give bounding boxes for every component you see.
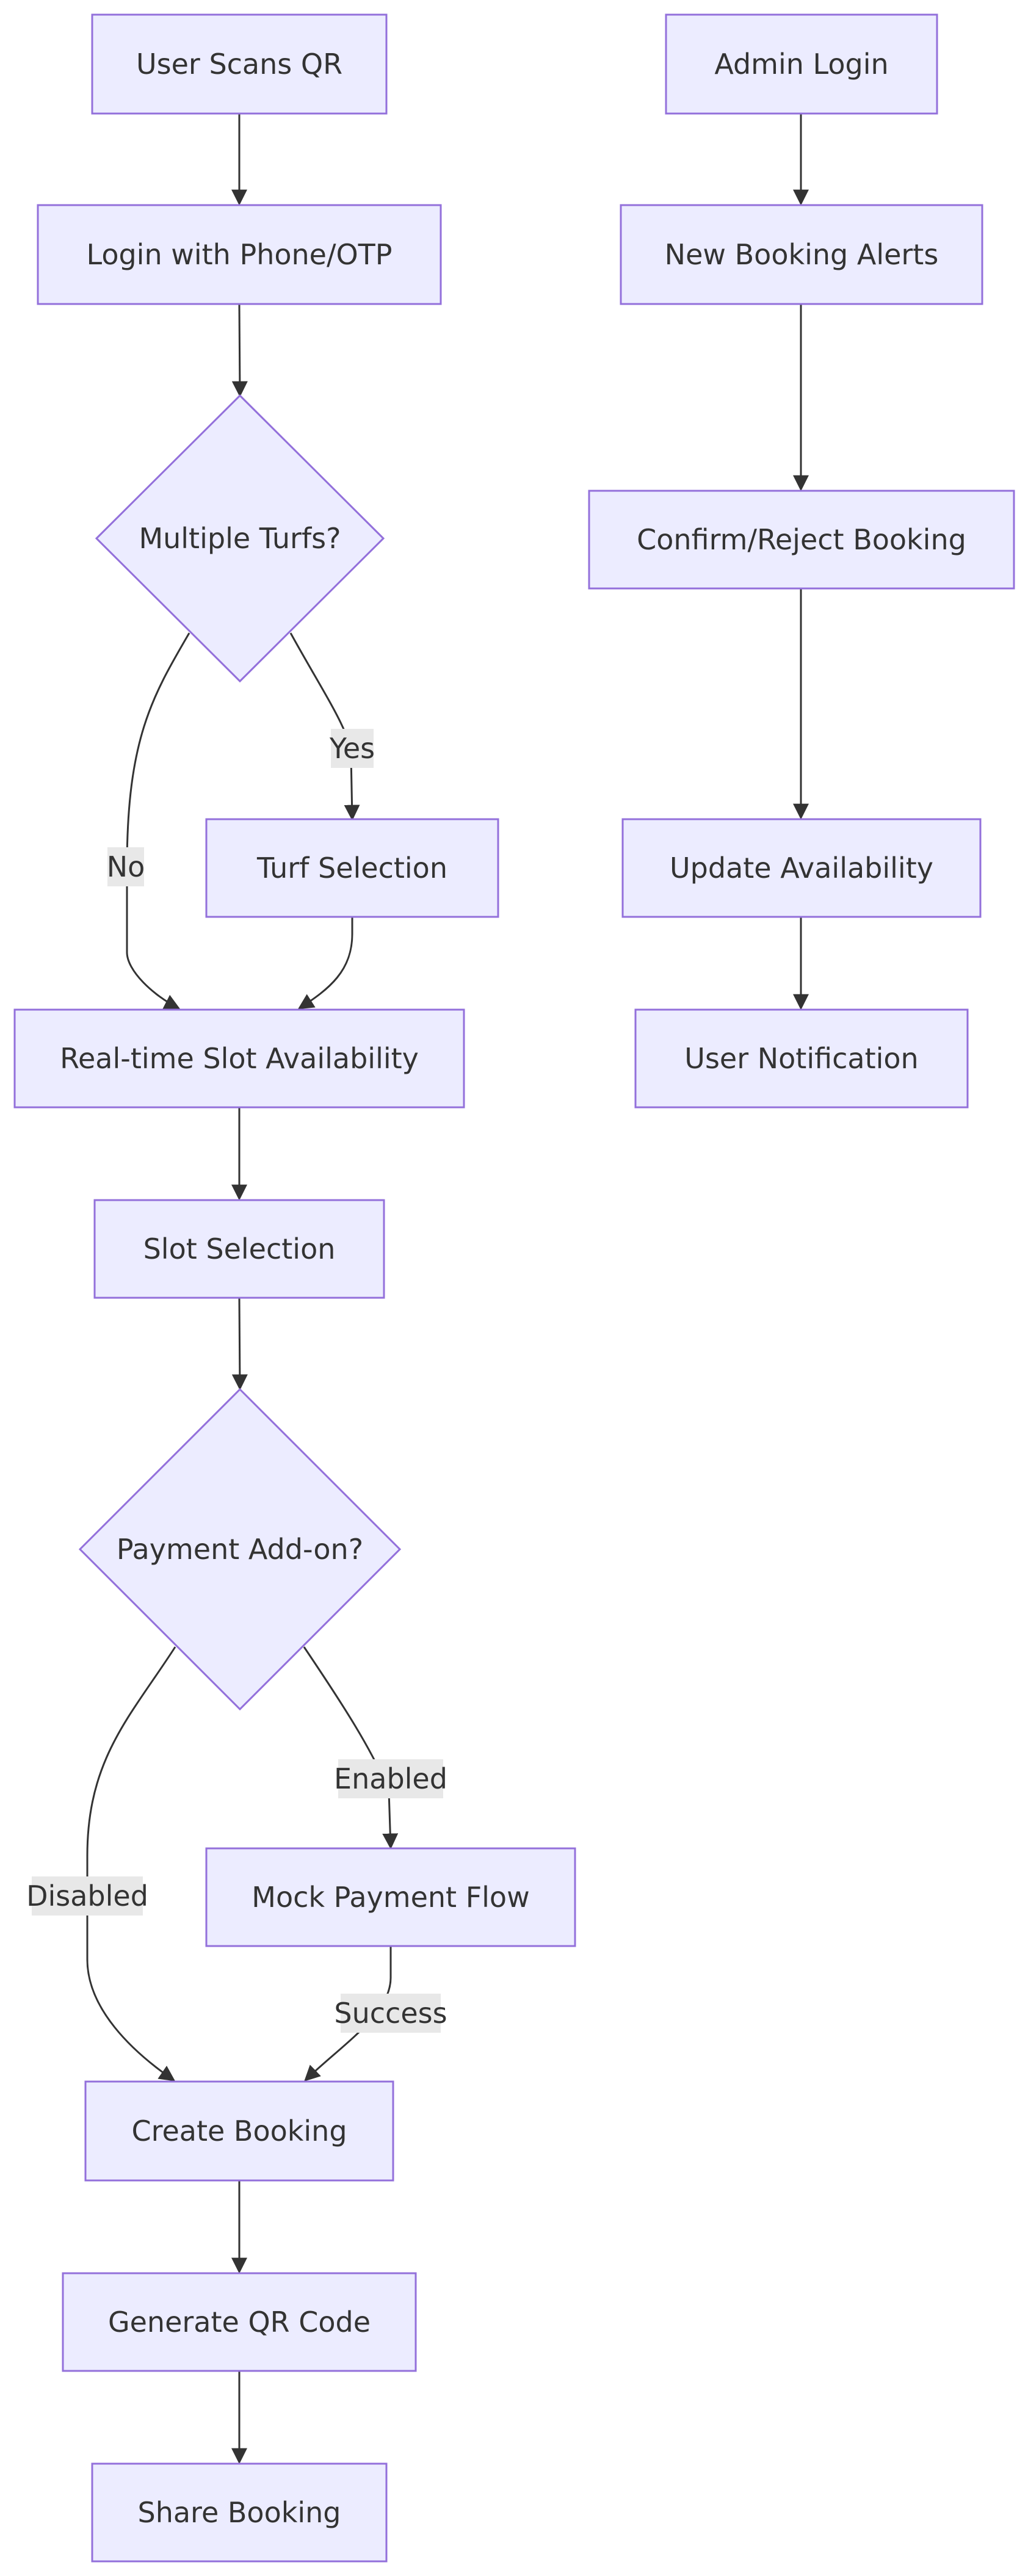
edge-label-disabled: Disabled [26, 1876, 148, 1916]
node-payment-addon-label: Payment Add-on? [117, 1533, 363, 1566]
node-user-scans-qr: User Scans QR [91, 13, 388, 115]
node-new-booking-alerts-label: New Booking Alerts [665, 238, 939, 271]
node-turf-selection-label: Turf Selection [256, 852, 447, 885]
node-mock-payment-flow-label: Mock Payment Flow [252, 1881, 529, 1914]
node-user-scans-qr-label: User Scans QR [136, 48, 342, 81]
edge-payment-disabled [86, 1646, 176, 2082]
edge-label-success: Success [334, 1994, 447, 2033]
edge-label-no: No [107, 847, 145, 886]
node-slot-selection-label: Slot Selection [143, 1232, 336, 1265]
node-generate-qr-code-label: Generate QR Code [108, 2306, 371, 2339]
node-user-notification: User Notification [634, 1008, 969, 1109]
node-new-booking-alerts: New Booking Alerts [620, 204, 983, 305]
node-turf-selection: Turf Selection [205, 818, 499, 918]
edge-slot-selection-to-payment [231, 1297, 248, 1391]
node-login-phone-otp-label: Login with Phone/OTP [87, 238, 393, 271]
node-share-booking: Share Booking [91, 2462, 388, 2563]
node-mock-payment-flow: Mock Payment Flow [205, 1847, 576, 1947]
edge-label-no-text: No [107, 850, 145, 883]
edge-label-enabled: Enabled [334, 1759, 447, 1798]
node-slot-selection: Slot Selection [93, 1199, 385, 1299]
node-login-phone-otp: Login with Phone/OTP [37, 204, 442, 305]
edge-login-to-multiple-turfs [231, 303, 248, 397]
node-slot-availability: Real-time Slot Availability [13, 1008, 465, 1109]
edges [86, 114, 809, 2464]
edge-turf-selection-to-availability [297, 917, 353, 1010]
edge-multiple-turfs-yes [289, 632, 360, 821]
node-create-booking: Create Booking [84, 2080, 394, 2182]
node-update-availability: Update Availability [621, 818, 982, 918]
node-confirm-reject-booking-label: Confirm/Reject Booking [637, 523, 966, 556]
node-admin-login-label: Admin Login [714, 48, 888, 81]
edge-label-enabled-text: Enabled [334, 1762, 447, 1795]
node-share-booking-label: Share Booking [138, 2496, 341, 2529]
edge-label-disabled-text: Disabled [26, 1880, 148, 1912]
node-update-availability-label: Update Availability [670, 852, 933, 885]
edge-label-yes: Yes [329, 729, 375, 768]
edge-label-yes-text: Yes [329, 732, 375, 765]
node-multiple-turfs-decision: Multiple Turfs? [95, 394, 385, 683]
node-create-booking-label: Create Booking [131, 2115, 347, 2147]
node-generate-qr-code: Generate QR Code [62, 2272, 417, 2372]
node-payment-addon-decision: Payment Add-on? [78, 1387, 402, 1711]
node-slot-availability-label: Real-time Slot Availability [60, 1042, 419, 1075]
edge-multiple-turfs-no [126, 632, 190, 1010]
node-multiple-turfs-label: Multiple Turfs? [139, 522, 341, 555]
edge-payment-enabled [303, 1646, 399, 1850]
node-user-notification-label: User Notification [684, 1042, 918, 1075]
node-admin-login: Admin Login [665, 13, 938, 115]
node-confirm-reject-booking: Confirm/Reject Booking [588, 490, 1015, 590]
edge-label-success-text: Success [334, 1997, 447, 2030]
